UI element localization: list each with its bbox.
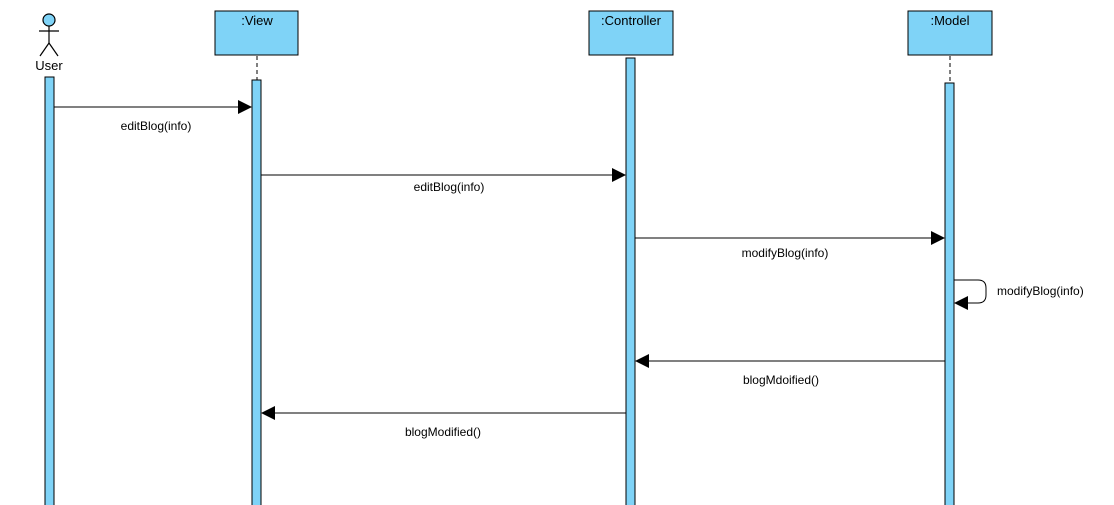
message-label: modifyBlog(info) [742,246,829,260]
participant-label: :Model [930,13,969,28]
message-blog-modified-controller-to-view: blogModified() [261,406,626,439]
participant-controller: :Controller [588,10,674,56]
message-label: modifyBlog(info) [997,284,1084,298]
activation-bar-controller [625,57,636,505]
participant-box [588,10,674,56]
message-label: editBlog(info) [121,119,192,133]
actor-label: User [35,58,63,73]
participant-box [907,10,993,56]
participant-label: :View [241,13,273,28]
message-label: blogModified() [405,425,481,439]
message-label: blogMdoified() [743,373,819,387]
message-modify-blog-self: modifyBlog(info) [954,279,1084,310]
participant-view: :View [214,10,299,56]
activation-bar-user [44,76,55,505]
message-edit-blog-view-to-controller: editBlog(info) [261,168,626,194]
participant-model: :Model [907,10,993,56]
participant-label: :Controller [601,13,662,28]
message-arrow [954,279,987,310]
message-modify-blog-controller-to-model: modifyBlog(info) [635,231,945,260]
participant-box [214,10,299,56]
message-blog-mdoified-model-to-controller: blogMdoified() [635,354,945,387]
stick-figure-icon [39,13,59,57]
message-label: editBlog(info) [414,180,485,194]
message-edit-blog-user-to-view: editBlog(info) [54,100,252,133]
activation-bar-view [251,79,262,505]
activation-bar-model [944,82,955,505]
actor-user: User [35,13,63,73]
